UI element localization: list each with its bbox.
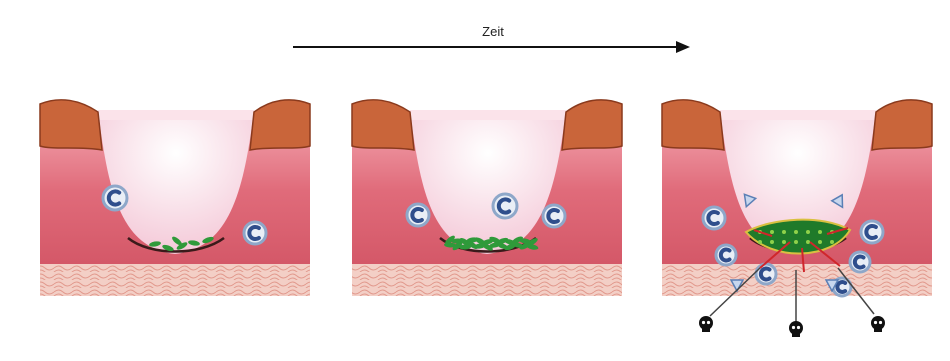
immune-cell bbox=[850, 252, 870, 272]
time-arrow bbox=[293, 41, 690, 53]
biofilm-dot bbox=[818, 230, 822, 234]
wound-panel-colonized bbox=[352, 100, 622, 296]
wound-panel-biofilm bbox=[662, 100, 932, 337]
scab-left bbox=[352, 100, 414, 150]
time-arrow-label: Zeit bbox=[482, 24, 504, 39]
biofilm-dot bbox=[806, 230, 810, 234]
wound-opening bbox=[98, 110, 254, 120]
wound-opening bbox=[720, 110, 876, 120]
biofilm-dot bbox=[794, 230, 798, 234]
immune-cell bbox=[103, 186, 127, 210]
biofilm-dot bbox=[806, 240, 810, 244]
biofilm-dot bbox=[782, 230, 786, 234]
immune-cell bbox=[716, 245, 736, 265]
wound-panel-early bbox=[40, 100, 310, 296]
biofilm-dot bbox=[770, 240, 774, 244]
toxin-skull-icon bbox=[699, 316, 713, 332]
biofilm-dot bbox=[782, 240, 786, 244]
immune-cell bbox=[756, 264, 776, 284]
immune-cell bbox=[861, 221, 883, 243]
scab-right bbox=[872, 100, 932, 150]
biofilm-dot bbox=[770, 230, 774, 234]
immune-cell bbox=[543, 205, 565, 227]
wound-opening bbox=[410, 110, 566, 120]
immune-cell bbox=[407, 204, 429, 226]
biofilm-dot bbox=[830, 240, 834, 244]
skin-base-layer bbox=[352, 262, 622, 296]
skin-base-layer bbox=[40, 262, 310, 296]
scab-right bbox=[562, 100, 622, 150]
skin-base-layer bbox=[662, 262, 932, 296]
biofilm-dot bbox=[818, 240, 822, 244]
scab-right bbox=[250, 100, 310, 150]
biofilm-dot bbox=[758, 240, 762, 244]
immune-cell bbox=[244, 222, 266, 244]
toxin-skull-icon bbox=[789, 321, 803, 337]
scab-left bbox=[662, 100, 724, 150]
panels bbox=[40, 100, 932, 337]
immune-cell bbox=[703, 207, 725, 229]
scab-left bbox=[40, 100, 102, 150]
toxin-skull-icon bbox=[871, 316, 885, 332]
immune-cell bbox=[493, 194, 517, 218]
biofilm-dot bbox=[794, 240, 798, 244]
